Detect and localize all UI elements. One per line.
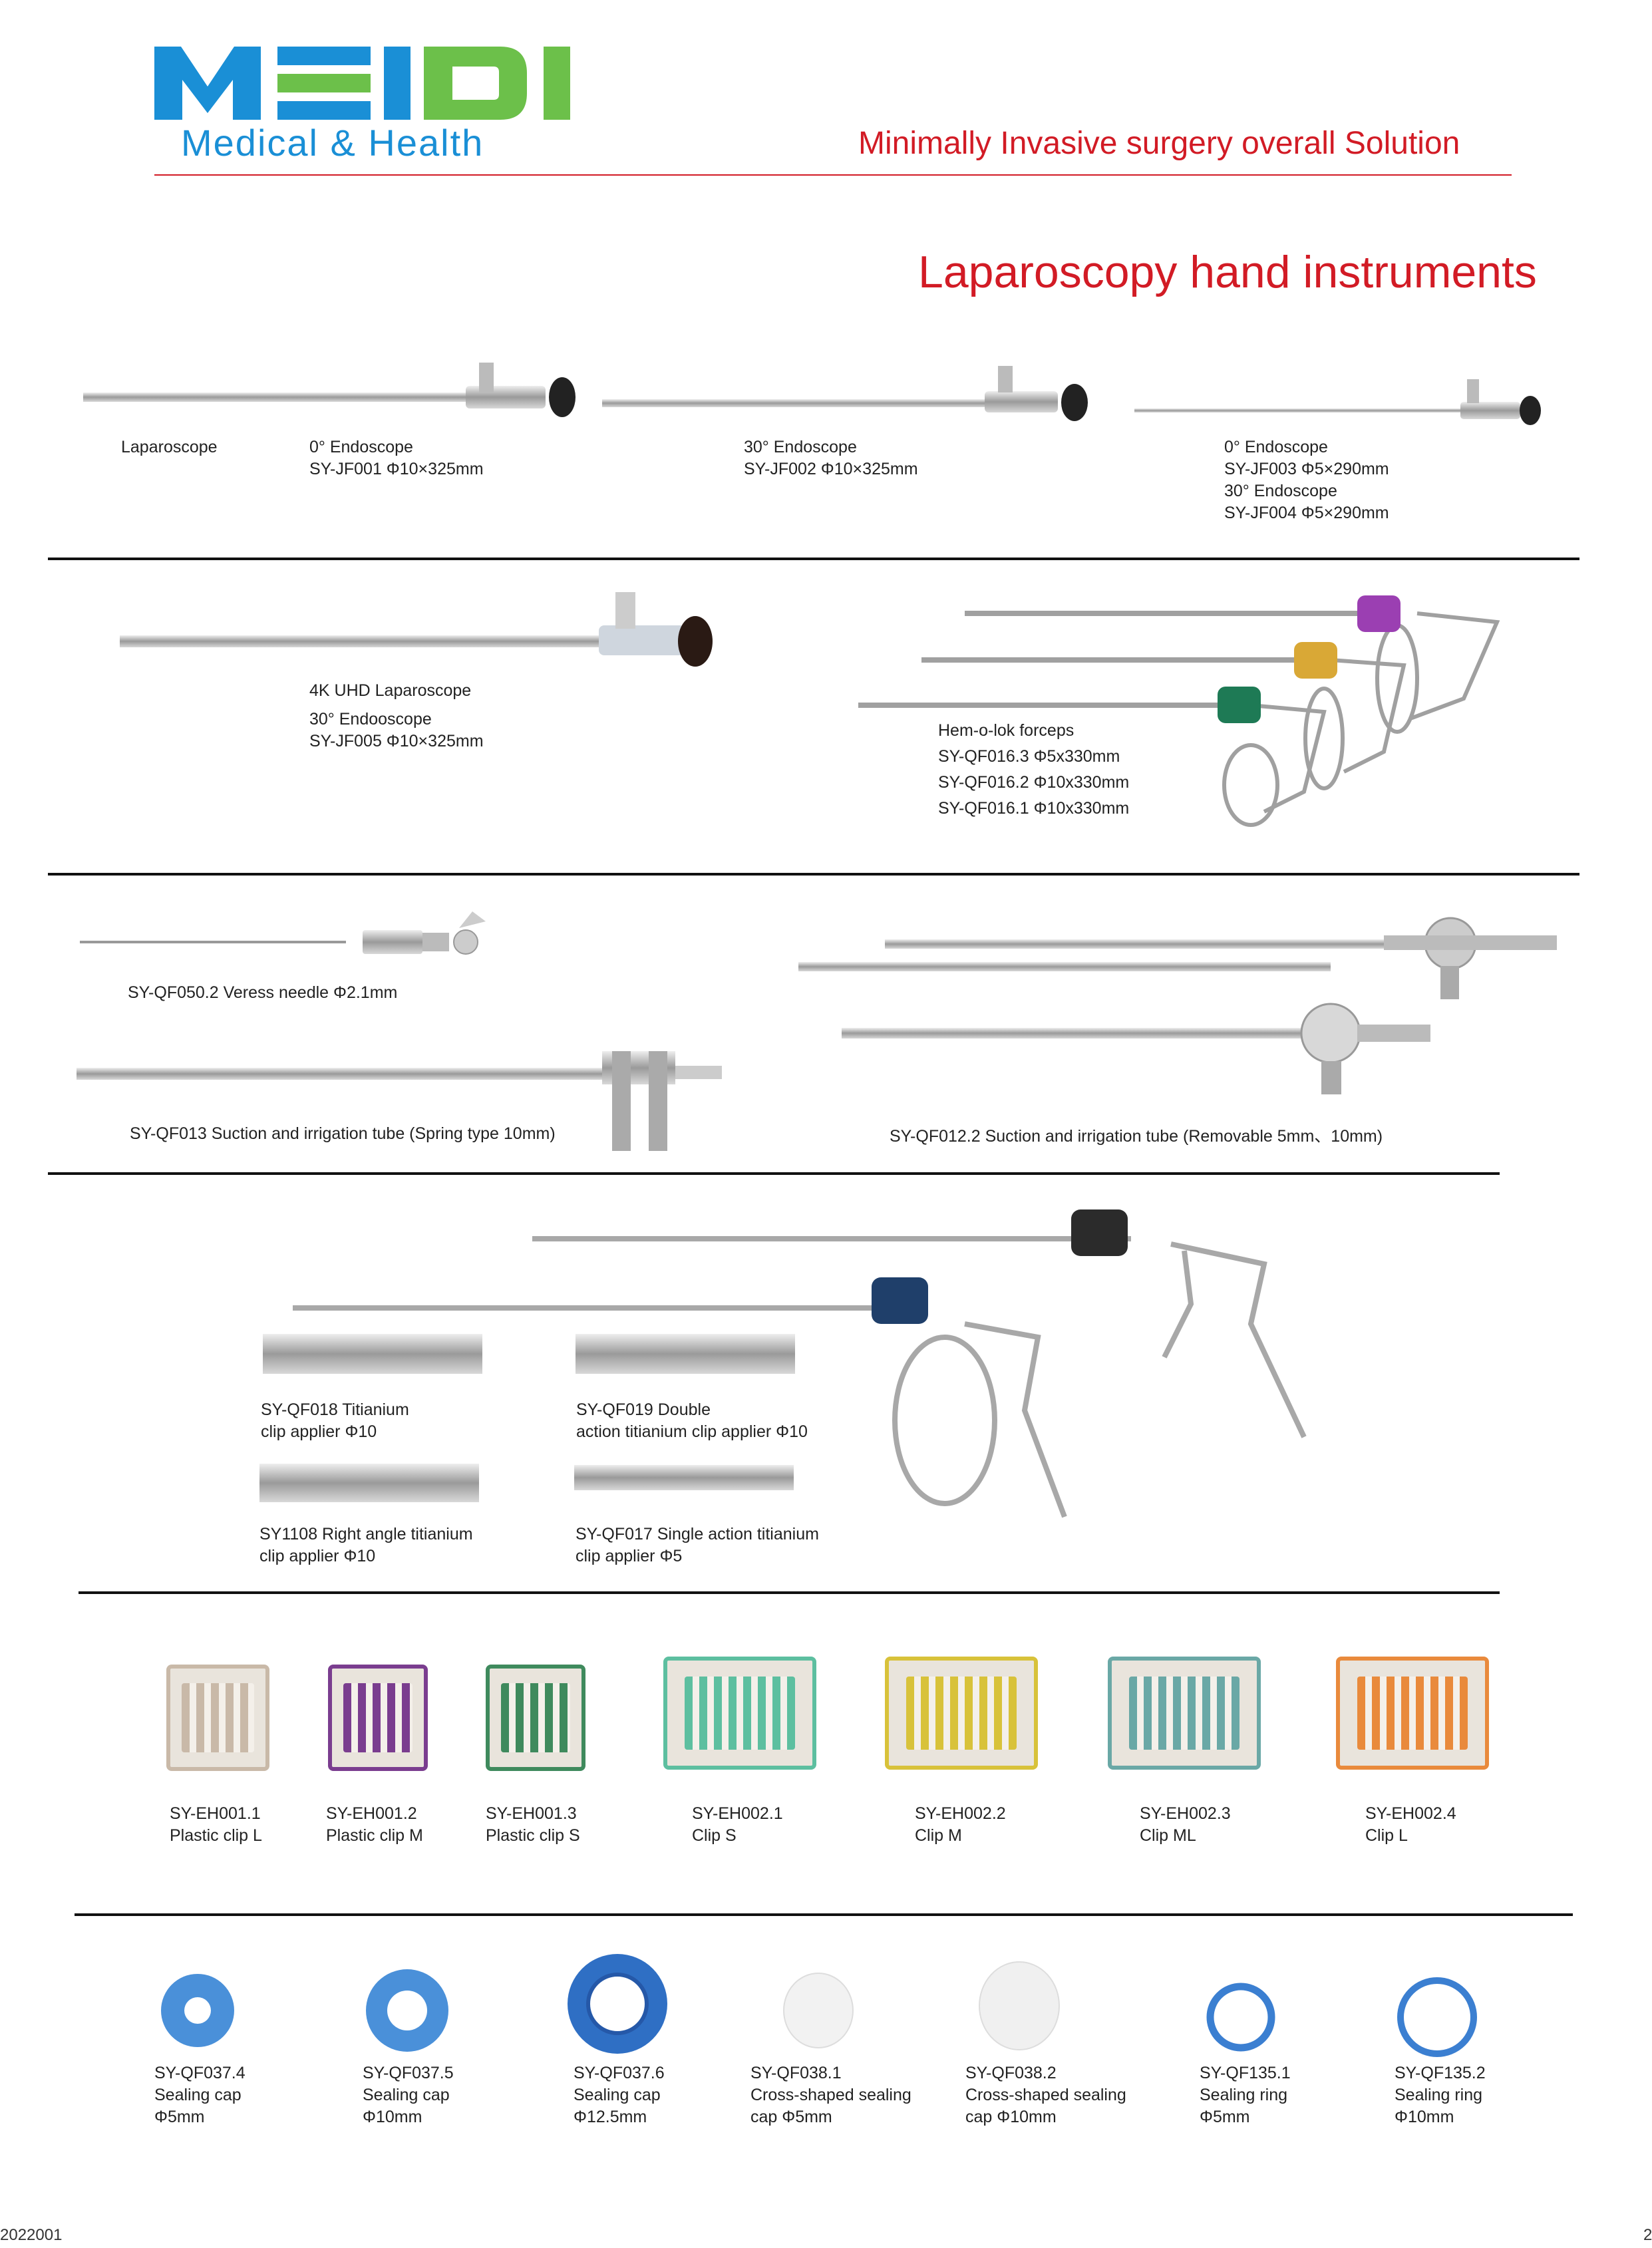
- cross-seal-5mm-icon: [783, 1973, 854, 2048]
- cross-seal-10mm-icon: [979, 1961, 1060, 2050]
- page-title: Laparoscopy hand instruments: [918, 247, 1537, 297]
- clip-cartridge-slots: [1129, 1676, 1239, 1750]
- clip-cartridge-6: [1108, 1657, 1261, 1770]
- laparoscope-4k-image: [120, 592, 713, 667]
- brand-subtitle: Medical & Health: [181, 122, 484, 164]
- section-divider: [79, 1591, 1500, 1594]
- sealing-cap-12-5mm-icon: [568, 1954, 667, 2054]
- sealing-cap-10mm-icon: [366, 1969, 448, 2052]
- clip-applier-jaw-images: [259, 1334, 795, 1502]
- veress-needle-label: SY-QF050.2 Veress needle Φ2.1mm: [128, 983, 398, 1002]
- clip-cartridge-2: [328, 1665, 428, 1771]
- clip-applier-images: [259, 1209, 1307, 1518]
- clip-cartridge-4: [663, 1657, 816, 1770]
- endoscope-images: [83, 363, 1541, 425]
- brand-tagline: Minimally Invasive surgery overall Solut…: [858, 126, 1460, 161]
- sealing-ring-5mm-icon: [1206, 1983, 1275, 2052]
- endoscope-30deg-image: [602, 366, 1088, 421]
- suction-tube-removable-label: SY-QF012.2 Suction and irrigation tube (…: [890, 1127, 1383, 1146]
- clip-cartridge-slots: [500, 1683, 571, 1752]
- clip-cartridge-slots: [1357, 1676, 1468, 1750]
- clip-cartridge-row: [0, 1657, 1650, 1776]
- section-divider: [48, 558, 1579, 560]
- green-knob-icon: [1218, 687, 1261, 723]
- clip-applier-long-image: [293, 1236, 1307, 1518]
- yellow-knob-icon: [1294, 642, 1337, 679]
- clip-cartridge-5: [885, 1657, 1038, 1770]
- section-divider: [48, 1172, 1500, 1175]
- suction-tube-removable-image: [798, 917, 1557, 1094]
- header-divider: [154, 174, 1512, 176]
- logo: [154, 47, 620, 123]
- page-number: 2: [1643, 2226, 1652, 2244]
- suction-tube-spring-label: SY-QF013 Suction and irrigation tube (Sp…: [130, 1124, 556, 1143]
- laparoscope-category: Laparoscope: [121, 438, 218, 456]
- section3-images: [77, 911, 1557, 1151]
- purple-knob-icon: [1357, 595, 1401, 632]
- clip-cartridge-slots: [343, 1683, 413, 1752]
- section-divider: [48, 873, 1579, 876]
- hemolok-forceps-image: [858, 611, 1500, 827]
- clip-cartridge-3: [486, 1665, 585, 1771]
- clip-cartridge-slots: [906, 1676, 1017, 1750]
- sealing-cap-5mm-icon: [161, 1974, 234, 2047]
- footer-code: 2022001: [0, 2226, 63, 2244]
- endoscope-0deg-image: [83, 363, 576, 417]
- clip-cartridge-7: [1336, 1657, 1489, 1770]
- endoscope-5mm-image: [1134, 379, 1541, 425]
- section2-images: [120, 592, 1500, 827]
- dark-knob-icon: [1071, 1209, 1128, 1256]
- clip-cartridge-slots: [182, 1683, 254, 1752]
- clip-cartridge-slots: [685, 1676, 795, 1750]
- suction-tube-spring-image: [77, 1051, 722, 1151]
- sealing-ring-10mm-icon: [1397, 1977, 1477, 2057]
- sealing-images: [161, 1954, 1477, 2057]
- navy-knob-icon: [872, 1277, 928, 1324]
- clip-cartridge-1: [166, 1665, 269, 1771]
- logo-mark-icon: [154, 47, 570, 120]
- veress-needle-image: [80, 911, 486, 955]
- section-divider: [75, 1913, 1573, 1916]
